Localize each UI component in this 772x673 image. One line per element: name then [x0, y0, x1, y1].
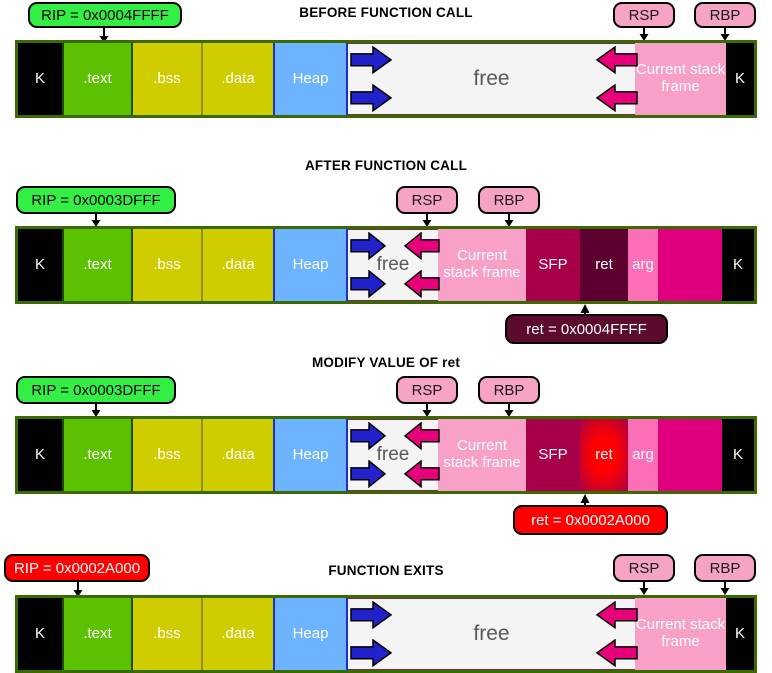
rip-bubble: RIP = 0x0002A000 [4, 554, 150, 582]
segment-args-area [658, 419, 722, 491]
segment-text: .text [62, 598, 133, 670]
segment-free: free [348, 598, 635, 670]
segment-data: .data [203, 43, 273, 115]
ret-value-bubble: ret = 0x0004FFFF [505, 314, 668, 344]
ret-value-bubble: ret = 0x0002A000 [513, 505, 668, 535]
segment-bss: .bss [133, 43, 203, 115]
segment-current-stack-frame: Current stack frame [438, 229, 526, 301]
segment-heap: Heap [273, 229, 348, 301]
segment-current-stack-frame: Current stack frame [635, 598, 726, 670]
rip-bubble: RIP = 0x0003DFFF [16, 186, 176, 214]
segment-kernel-low: K [18, 43, 62, 115]
segment-heap: Heap [273, 598, 348, 670]
rbp-arrow-icon [719, 582, 731, 596]
panel-heading: AFTER FUNCTION CALL [304, 158, 468, 173]
panel-modify-value-of-ret: MODIFY VALUE OF ret RIP = 0x0003DFFF RSP… [0, 350, 772, 540]
rbp-bubble: RBP [478, 186, 540, 214]
rbp-bubble: RBP [694, 2, 756, 28]
segment-text: .text [62, 229, 133, 301]
segment-ret: ret [580, 229, 628, 301]
segment-arg: arg [628, 419, 658, 491]
memory-bar: K .text .bss .data Heap free Current sta… [15, 40, 757, 118]
segment-text: .text [62, 419, 133, 491]
segment-free: free [348, 229, 438, 301]
segment-kernel-low: K [18, 419, 62, 491]
panel-heading: BEFORE FUNCTION CALL [299, 5, 473, 20]
segment-ret-modified: ret [580, 419, 628, 491]
rip-bubble: RIP = 0x0004FFFF [28, 2, 182, 28]
segment-kernel-low: K [18, 229, 62, 301]
segment-free: free [348, 419, 438, 491]
segment-current-stack-frame: Current stack frame [438, 419, 526, 491]
segment-bss: .bss [133, 598, 203, 670]
segment-arg: arg [628, 229, 658, 301]
segment-free: free [348, 43, 635, 115]
segment-kernel-high: K [722, 419, 754, 491]
segment-args-area [658, 229, 722, 301]
rsp-bubble: RSP [613, 554, 675, 582]
segment-current-stack-frame: Current stack frame [635, 43, 726, 115]
segment-data: .data [203, 598, 273, 670]
segment-kernel-high: K [726, 598, 754, 670]
segment-bss: .bss [133, 419, 203, 491]
rbp-bubble: RBP [694, 554, 756, 582]
segment-kernel-low: K [18, 598, 62, 670]
segment-sfp: SFP [526, 229, 580, 301]
memory-bar: K .text .bss .data Heap free Current sta… [15, 595, 757, 673]
panel-heading: FUNCTION EXITS [328, 563, 444, 578]
rip-bubble: RIP = 0x0003DFFF [16, 376, 176, 404]
panel-after-function-call: AFTER FUNCTION CALL RIP = 0x0003DFFF RSP… [0, 150, 772, 350]
panel-heading: MODIFY VALUE OF ret [311, 355, 461, 370]
segment-text: .text [62, 43, 133, 115]
memory-bar: K .text .bss .data Heap free Current sta… [15, 226, 757, 304]
rbp-bubble: RBP [478, 376, 540, 404]
panel-function-exits: FUNCTION EXITS RIP = 0x0002A000 RSP RBP … [0, 540, 772, 673]
memory-bar: K .text .bss .data Heap free Current sta… [15, 416, 757, 494]
segment-kernel-high: K [722, 229, 754, 301]
segment-data: .data [203, 419, 273, 491]
rsp-bubble: RSP [396, 376, 458, 404]
segment-bss: .bss [133, 229, 203, 301]
panel-before-function-call: BEFORE FUNCTION CALL RIP = 0x0004FFFF RS… [0, 0, 772, 150]
rsp-bubble: RSP [613, 2, 675, 28]
segment-kernel-high: K [726, 43, 754, 115]
rsp-arrow-icon [638, 582, 650, 596]
segment-heap: Heap [273, 419, 348, 491]
rsp-bubble: RSP [396, 186, 458, 214]
segment-data: .data [203, 229, 273, 301]
segment-sfp: SFP [526, 419, 580, 491]
segment-heap: Heap [273, 43, 348, 115]
